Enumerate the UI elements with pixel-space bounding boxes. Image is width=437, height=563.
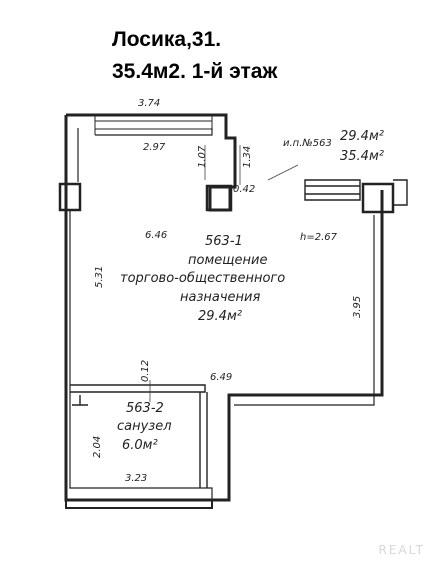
dim-step: 0.12: [140, 360, 151, 382]
room-bath-id: 563-2: [126, 401, 164, 416]
window-segment: [304, 179, 361, 201]
bath-partition: [70, 384, 208, 488]
dim-side-depth: 1.34: [242, 146, 253, 168]
dim-right-height: 3.95: [352, 296, 363, 318]
room-main-line2: торгово-общественного: [120, 271, 285, 286]
watermark: REALT: [378, 543, 425, 557]
right-wall-stub: [393, 179, 408, 206]
dim-column-depth: 1.07: [197, 145, 208, 168]
dim-bath-height: 2.04: [92, 436, 103, 458]
address-title: Лосика,31.: [112, 28, 222, 51]
room-main-id: 563-1: [205, 234, 243, 249]
right-column: [361, 182, 395, 214]
ceiling-height: h=2.67: [300, 232, 338, 243]
dim-bath-width: 3.23: [125, 473, 147, 484]
room-main-area: 29.4м²: [198, 309, 242, 324]
room-main-line3: назначения: [180, 290, 260, 305]
dim-main-width: 6.46: [145, 230, 167, 241]
top-window: [94, 115, 213, 135]
dim-column-width: 0.42: [233, 184, 255, 195]
area-floor-title: 35.4м2. 1-й этаж: [112, 60, 278, 83]
dim-left-height: 5.31: [94, 266, 105, 288]
inventory-area-total: 35.4м²: [340, 149, 384, 164]
dimension-leaders: [149, 145, 299, 402]
room-main-line1: помещение: [188, 253, 267, 268]
room-bath-area: 6.0м²: [122, 438, 158, 453]
center-column: [205, 184, 233, 212]
dim-partition-length: 6.49: [210, 372, 232, 383]
inventory-area-main: 29.4м²: [340, 129, 384, 144]
inventory-number: и.п.№563: [283, 138, 332, 149]
left-column: [58, 182, 82, 212]
outer-wall: [64, 113, 384, 502]
dim-inner-top-width: 2.97: [143, 142, 166, 153]
room-bath-name: санузел: [117, 419, 172, 434]
bottom-notch: [65, 500, 213, 509]
dim-top-width: 3.74: [138, 98, 160, 109]
